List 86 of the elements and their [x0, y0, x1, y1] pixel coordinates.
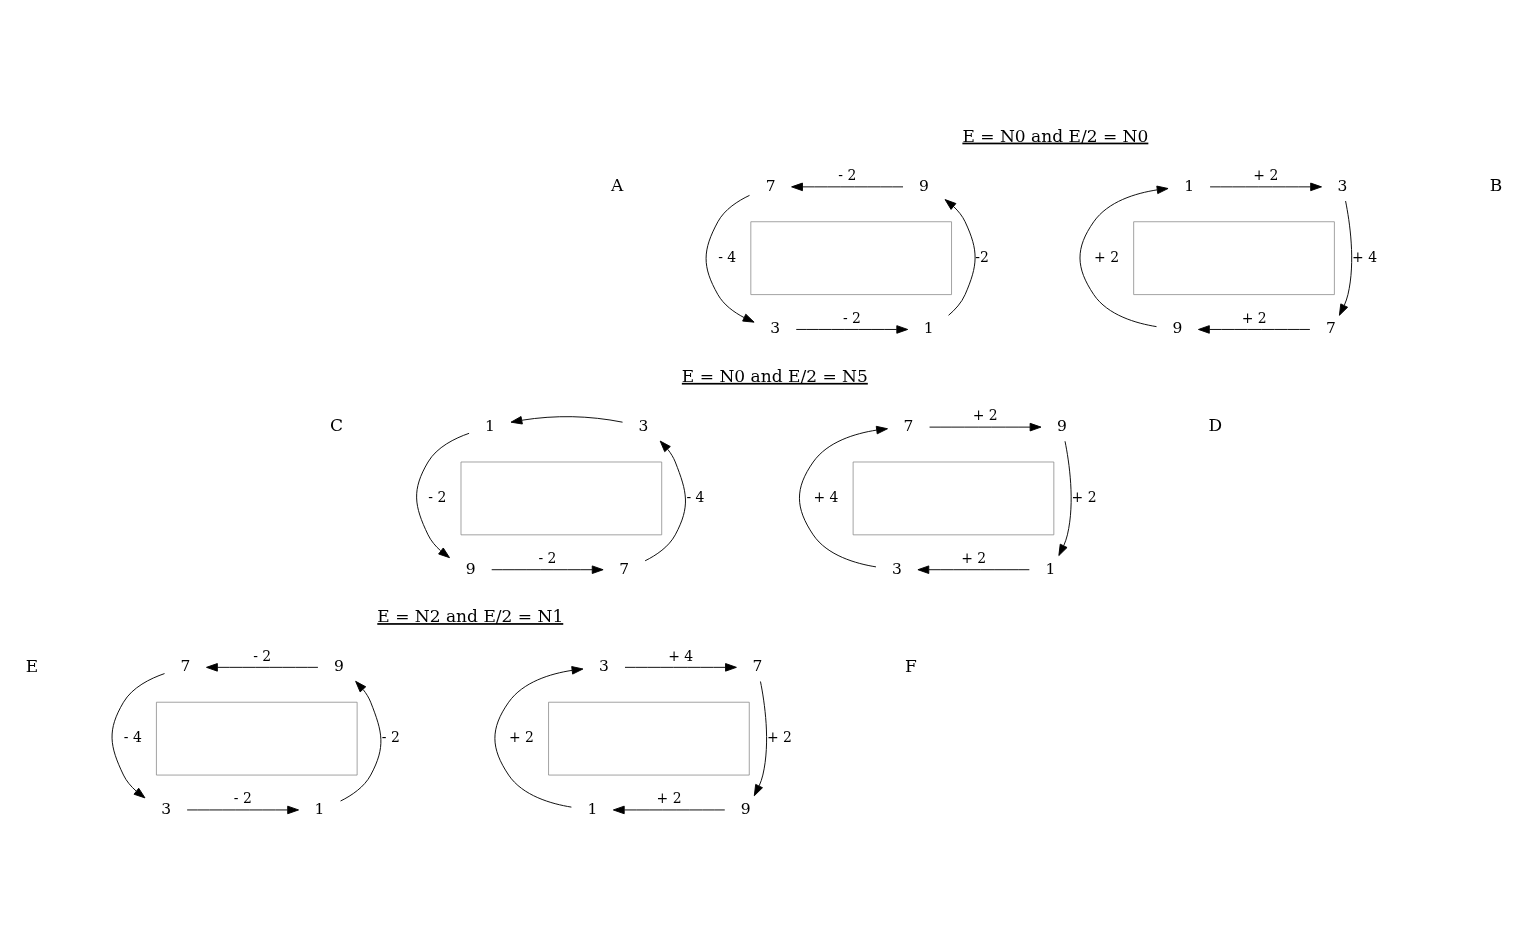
edge-label: -2: [975, 248, 989, 265]
edge-label: + 4: [668, 647, 694, 664]
node-text: 7: [180, 656, 191, 675]
edge-label: - 2: [233, 789, 252, 806]
node-text: 3: [770, 318, 781, 337]
node-text: 9: [1057, 416, 1067, 435]
edge-label: + 2: [1253, 166, 1279, 183]
edge-label: + 2: [656, 789, 682, 806]
node-box: [750, 220, 952, 295]
edge-label: - 2: [253, 647, 272, 664]
edge-label: + 4: [813, 488, 839, 505]
node-text: 1: [587, 799, 598, 818]
arrow: [1079, 185, 1169, 327]
node-text: 1: [1045, 559, 1056, 578]
edge-label: - 4: [123, 728, 142, 745]
node-box: [156, 701, 358, 775]
node-text: 9: [740, 799, 751, 818]
label: E = N0 and E/2 = N5: [681, 365, 868, 386]
node-text: 9: [334, 656, 344, 675]
node-box: [1133, 220, 1335, 295]
edge-label: + 2: [961, 549, 987, 566]
edge-label: + 4: [1352, 248, 1378, 265]
label: D: [1208, 414, 1223, 435]
edge-label: - 2: [838, 166, 857, 183]
node-text: 7: [903, 416, 914, 435]
arrow: [944, 198, 976, 316]
label: F: [904, 655, 917, 676]
node-text: 1: [1184, 176, 1194, 195]
node-text: 9: [465, 559, 476, 578]
arrow: [340, 680, 382, 801]
node-text: 7: [619, 559, 630, 578]
edge-label: - 2: [428, 488, 447, 505]
arrow: [206, 662, 319, 672]
arrow: [798, 425, 888, 567]
node-text: 7: [765, 176, 776, 195]
node-box: [548, 701, 750, 775]
edge-label: + 2: [1094, 248, 1120, 265]
arrow: [624, 662, 737, 672]
node-text: 3: [161, 799, 172, 818]
node-text: 7: [752, 656, 763, 675]
label: E = N0 and E/2 = N0: [962, 125, 1149, 146]
arrow: [705, 194, 755, 323]
arrow: [491, 564, 604, 574]
arrow: [416, 432, 470, 558]
arrow: [612, 805, 726, 814]
label: C: [330, 414, 344, 435]
edge-label: - 4: [686, 488, 705, 505]
arrow: [917, 564, 1030, 574]
label: A: [610, 174, 624, 195]
label: E: [25, 655, 39, 676]
arrow: [795, 324, 909, 334]
node-text: 3: [599, 656, 609, 675]
edge-label: + 2: [508, 728, 534, 745]
node-text: 3: [638, 416, 649, 435]
edge-label: + 2: [972, 406, 998, 423]
edge-label: - 2: [538, 549, 557, 566]
arrow: [1058, 440, 1072, 556]
node-text: 1: [923, 318, 934, 337]
edge-label: - 2: [381, 728, 400, 745]
node-text: 9: [919, 176, 929, 195]
arrow: [791, 182, 904, 191]
node-box: [852, 461, 1055, 535]
node-text: 1: [314, 799, 325, 818]
node-box: [460, 461, 663, 535]
label: E = N2 and E/2 = N1: [377, 605, 564, 626]
arrow: [186, 805, 299, 814]
arrow: [1198, 324, 1311, 334]
arrow: [494, 665, 584, 808]
node-text: 9: [1172, 318, 1183, 337]
node-text: 3: [1337, 176, 1348, 195]
edge-label: + 2: [1071, 488, 1097, 505]
node-text: 3: [891, 559, 902, 578]
edge-label: + 2: [767, 728, 792, 745]
arrow: [1209, 182, 1322, 191]
edge-label: - 4: [718, 248, 737, 265]
node-text: 7: [1325, 318, 1336, 337]
arrow: [929, 422, 1042, 431]
edge-label: + 2: [1241, 309, 1267, 326]
arrow: [111, 672, 165, 798]
arrow: [1338, 200, 1353, 316]
label: B: [1489, 174, 1503, 195]
arrow: [510, 415, 623, 424]
node-text: 1: [485, 416, 495, 435]
edge-label: - 2: [842, 309, 861, 326]
arrow: [753, 680, 768, 796]
arrow: [644, 440, 686, 561]
